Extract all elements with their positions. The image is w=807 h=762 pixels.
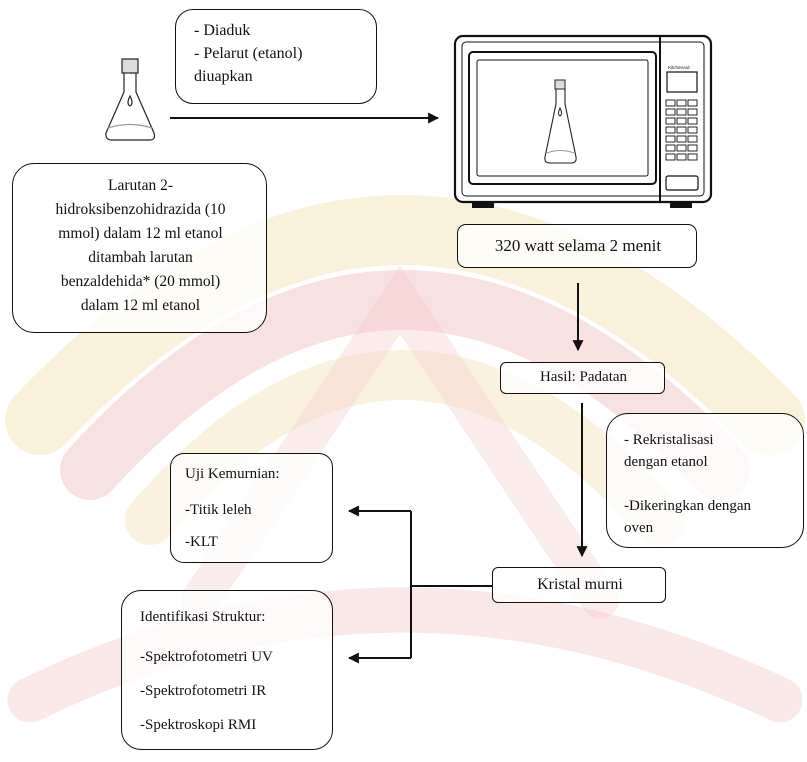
structure-id-item: -Spektrofotometri IR [140,683,267,699]
step-note-box: - Diaduk - Pelarut (etanol) diuapkan [175,9,377,104]
structure-id-title: Identifikasi Struktur: [140,609,266,625]
structure-identification-box: Identifikasi Struktur: -Spektrofotometri… [121,590,333,750]
microwave-power-label: 320 watt selama 2 menit [494,236,662,255]
starting-material-line: ditambah larutan [88,249,193,266]
purity-test-item: -KLT [185,534,218,550]
recrystallization-line: dengan etanol [624,454,708,470]
erlenmeyer-flask-icon [105,58,156,141]
starting-material-line: benzaldehida* (20 mmol) [60,273,221,290]
step-note-line: diuapkan [194,68,253,85]
step-note-line: - Diaduk [194,22,251,39]
starting-material-line: hidroksibenzohidrazida (10 [55,201,226,218]
recrystallization-line: -Dikeringkan dengan [624,498,752,514]
step-note-line: - Pelarut (etanol) [194,45,303,62]
structure-id-item: -Spektrofotometri UV [140,649,273,665]
microwave-power-box: 320 watt selama 2 menit [457,224,697,268]
recrystallization-line: oven [624,520,654,536]
starting-material-box: Larutan 2- hidroksibenzohidrazida (10 mm… [12,163,267,333]
purity-test-title: Uji Kemurnian: [185,466,280,482]
recrystallization-note-box: - Rekristalisasi dengan etanol -Dikering… [606,413,804,548]
starting-material-line: dalam 12 ml etanol [80,297,201,314]
result-box: Hasil: Padatan [500,362,665,394]
pure-crystal-label: Kristal murni [537,576,623,593]
pure-crystal-box: Kristal murni [492,567,666,603]
structure-id-item: -Spektroskopi RMI [140,717,257,733]
starting-material-line: Larutan 2- [108,177,173,194]
result-label: Hasil: Padatan [539,369,628,385]
purity-test-item: -Titik leleh [185,502,252,518]
microwave-oven-icon [453,34,713,208]
recrystallization-line: - Rekristalisasi [624,432,714,448]
microwave-brand-text: KitchenAid [668,65,690,70]
purity-test-box: Uji Kemurnian: -Titik leleh -KLT [170,453,333,563]
starting-material-line: mmol) dalam 12 ml etanol [58,225,223,242]
